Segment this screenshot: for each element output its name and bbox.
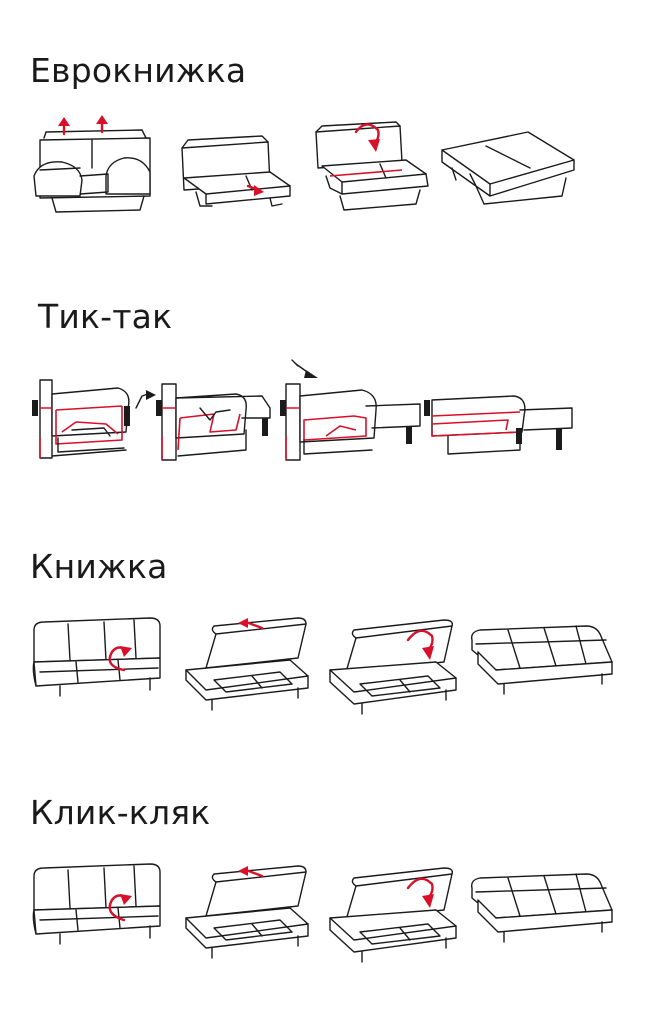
klik-klyak-step-1: [32, 863, 161, 945]
evroknizhka-step-2: [181, 135, 291, 207]
evroknizhka-steps: [33, 115, 575, 213]
section-title: Книжка: [30, 547, 168, 586]
evroknizhka-step-1: [33, 115, 151, 213]
section-evroknizhka: Еврокнижка: [0, 0, 659, 240]
tik-tak-step-2: [156, 383, 271, 461]
tik-tak-step-3: [280, 359, 421, 461]
section-tik-tak: Тик-так: [0, 260, 659, 480]
section-title: Еврокнижка: [30, 51, 247, 90]
knizhka-step-3: [329, 619, 457, 715]
klik-klyak-steps: [32, 863, 613, 963]
knizhka-step-1: [32, 617, 161, 697]
klik-klyak-step-2: [185, 865, 309, 959]
knizhka-step-4: [470, 625, 613, 695]
knizhka-steps: [32, 617, 613, 715]
section-title: Клик-кляк: [30, 793, 211, 832]
section-knizhka: Книжка: [0, 500, 659, 740]
evroknizhka-step-4: [441, 131, 575, 205]
section-title: Тик-так: [38, 297, 173, 336]
klik-klyak-step-4: [470, 873, 613, 943]
evroknizhka-step-3: [315, 121, 429, 211]
section-klik-klyak: Клик-кляк: [0, 750, 659, 1021]
tik-tak-steps: [32, 359, 573, 461]
klik-klyak-step-3: [329, 867, 457, 963]
tik-tak-step-4: [424, 395, 573, 455]
tik-tak-step-1: [32, 379, 156, 459]
knizhka-step-2: [185, 617, 309, 711]
